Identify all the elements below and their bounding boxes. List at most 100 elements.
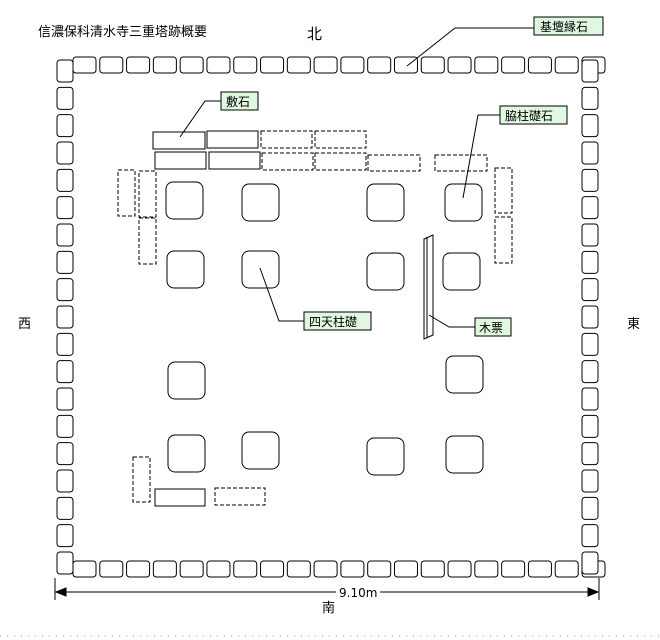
curb-stone [581,442,599,466]
pillar-stone [445,355,484,394]
dimension-arrow-right [587,587,600,597]
paving-stones-estimated [117,130,513,506]
curb-stone [56,250,74,274]
dimension-width-label: 9.10m [339,586,377,600]
pillar-stone [366,183,405,222]
curb-stone [56,168,74,192]
curb-stone [581,414,599,438]
paving-stone [208,151,261,170]
callout-box [533,16,604,36]
leader-paving-stone [179,100,222,138]
curb-stone [581,223,599,247]
curb-stone [179,56,204,74]
paving-stone [152,131,206,150]
callout-paving-stone: 敷石 [220,91,259,111]
estimated-paving-stone [434,154,488,172]
curb-stone [554,560,579,578]
curb-stone [581,278,599,302]
estimated-paving-stone [260,130,313,149]
curb-stone [581,469,599,493]
curb-stones-bottom [72,560,606,578]
curb-stone [56,332,74,356]
curb-stone [56,141,74,165]
callout-box [474,317,512,337]
curb-stone [126,560,151,578]
curb-stone [56,86,74,110]
leader-four-deva [259,267,304,322]
pillar-stone [445,435,484,474]
estimated-paving-stone [314,130,367,149]
curb-stone [340,56,365,74]
curb-stone [56,196,74,220]
curb-stone [206,560,231,578]
pillar-stone [165,181,204,220]
curb-stone [56,360,74,384]
curb-stone [260,560,285,578]
curb-stone [286,56,311,74]
curb-stone [99,56,124,74]
curb-stone [179,560,204,578]
curb-stone [527,560,552,578]
curb-stone [447,56,472,74]
curb-stone [56,524,74,548]
east-label: 東 [627,316,640,332]
pillar-stone [167,361,206,400]
north-label: 北 [307,25,322,43]
curb-stones-left [56,59,74,575]
curb-stone [474,56,499,74]
curb-stone [286,560,311,578]
curb-stone [581,196,599,220]
curb-stone [233,56,258,74]
callout-four-deva-label: 四天柱礎 [309,314,357,329]
dimension-arrow-left [54,587,67,597]
curb-stone [581,86,599,110]
curb-stone [56,496,74,520]
side-pillar-stone [444,183,483,222]
callout-box [499,105,568,125]
curb-stone [420,560,445,578]
estimated-paving-stone [261,152,314,171]
curb-stone [56,305,74,329]
curb-stone [581,59,599,83]
curb-stone [393,560,418,578]
estimated-paving-stone [314,152,367,171]
callout-curb-stone-label: 基壇縁石 [540,19,588,34]
estimated-paving-stone [367,154,421,172]
wooden-marker-post [423,234,434,340]
curb-stone [313,560,338,578]
curb-stone [474,560,499,578]
curb-stone [340,560,365,578]
west-label: 西 [18,317,31,332]
curb-stone [554,56,579,74]
curb-stone [313,56,338,74]
leader-lines [179,27,534,328]
estimated-paving-stone [138,170,157,218]
callout-curb-stone: 基壇縁石 [533,16,604,36]
curb-stone [581,387,599,411]
callout-side-pillar: 脇柱礎石 [499,105,568,125]
estimated-paving-stone [494,167,513,214]
curb-stone [206,56,231,74]
curb-stone [581,551,599,575]
diagram-title: 信濃保科清水寺三重塔跡概要 [38,24,207,40]
pillar-stone [167,434,206,473]
curb-stone [56,387,74,411]
callout-four-deva: 四天柱礎 [303,311,372,331]
pillar-foundation-stones [165,181,484,476]
curb-stone [581,360,599,384]
curb-stones-right [581,59,599,575]
curb-stone [152,560,177,578]
curb-stone [56,442,74,466]
curb-stones-top [72,56,606,74]
curb-stone [501,56,526,74]
curb-stone [447,560,472,578]
paving-stones-existing [152,130,261,507]
estimated-paving-stone [132,456,151,503]
estimated-paving-stone [138,217,157,265]
paving-stone [206,130,259,149]
curb-stone [527,56,552,74]
pillar-stone [366,437,405,476]
pillar-stone [366,252,405,291]
curb-stone [393,56,418,74]
curb-stone [152,56,177,74]
